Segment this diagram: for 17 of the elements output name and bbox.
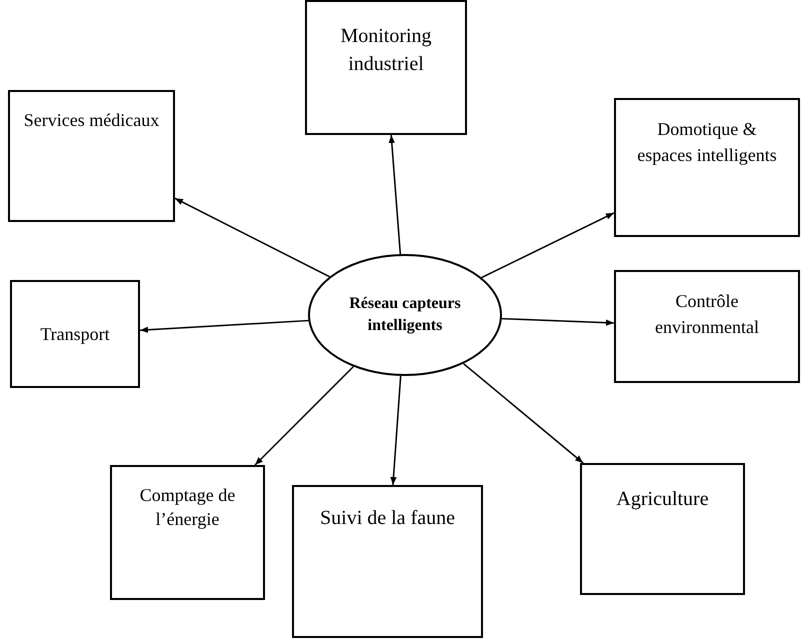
application-box: Comptage de l’énergie xyxy=(110,465,265,600)
application-box: Agriculture xyxy=(580,463,745,595)
arrow xyxy=(140,320,308,333)
arrow xyxy=(502,318,614,326)
arrow xyxy=(463,363,584,464)
application-box: Domotique & espaces intelligents xyxy=(614,98,800,237)
arrow xyxy=(388,134,402,254)
application-box: Services médicaux xyxy=(8,90,175,222)
arrow xyxy=(390,376,402,486)
application-box: Contrôle environmental xyxy=(614,270,800,383)
arrow xyxy=(254,366,354,466)
hub-ellipse: Réseau capteurs intelligents xyxy=(308,254,502,376)
application-box: Monitoring industriel xyxy=(305,0,467,135)
arrow xyxy=(481,212,614,278)
application-box: Suivi de la faune xyxy=(292,485,483,638)
arrow xyxy=(174,198,330,278)
application-box: Transport xyxy=(10,280,140,388)
